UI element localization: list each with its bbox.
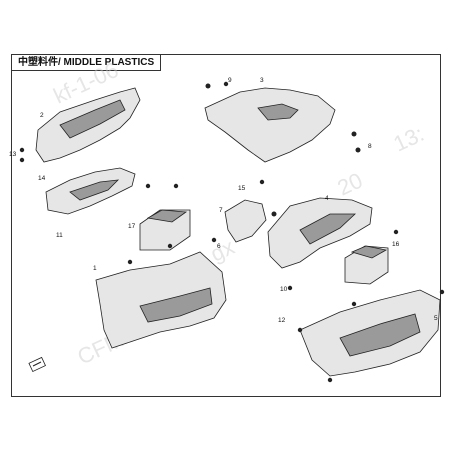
fastener [211,237,217,243]
callout-label: 8 [368,143,372,150]
callout-label: 16 [392,241,400,248]
callout-label: 3 [260,77,264,84]
watermark: gx [207,234,239,266]
callout-label: 17 [128,223,136,230]
callout-label: 15 [238,185,246,192]
watermark: 20 [334,168,367,201]
callout-label: 6 [217,243,221,250]
fastener [167,243,173,249]
part-3-opening [257,103,299,121]
callout-label: 2 [40,112,44,119]
fastener [223,81,229,87]
part-1-floor [139,287,213,323]
fastener [19,157,25,163]
callout-label: 5 [434,315,438,322]
fastener [439,289,445,295]
callout-label: 12 [278,317,286,324]
callout-label: 1 [93,265,97,272]
fastener [297,327,303,333]
callout-label: 9 [228,77,232,84]
fastener [205,83,211,89]
fastener [393,229,399,235]
fasteners [19,81,445,383]
part-16-lid [350,245,388,259]
callout-label: 4 [325,195,329,202]
callout-label: 14 [38,175,46,182]
part-5-floor [339,313,421,357]
fastener [271,211,277,217]
fastener [19,147,25,153]
fastener [327,377,333,383]
fastener [355,147,361,153]
part-2-inner-detail [59,99,126,139]
callout-label: 11 [56,232,63,239]
watermark: 13: [390,121,428,157]
part-17-left-box [139,209,191,251]
fastener [287,285,293,291]
part-7-center-bracket [224,199,267,243]
part-17-lid [146,209,188,223]
part-14-inner [69,179,120,201]
callout-label: 10 [280,286,288,293]
part-1-left-footwell [95,251,227,349]
fastener [127,259,133,265]
fastener [351,301,357,307]
diagram-frame: 中塑料件/ MIDDLE PLASTICS [11,54,441,397]
fastener [259,179,265,185]
fastener [351,131,357,137]
callout-label: 13 [9,151,17,158]
fastener [173,183,179,189]
fastener [145,183,151,189]
front-direction-arrow-icon [28,356,46,373]
callout-label: 7 [219,207,223,214]
diagram-title: 中塑料件/ MIDDLE PLASTICS [12,55,162,71]
part-3-front-cover [204,87,336,163]
part-4-inner [299,213,357,245]
callout-labels: 1 2 3 4 5 6 7 8 9 10 11 12 13 14 15 16 1… [9,77,438,324]
